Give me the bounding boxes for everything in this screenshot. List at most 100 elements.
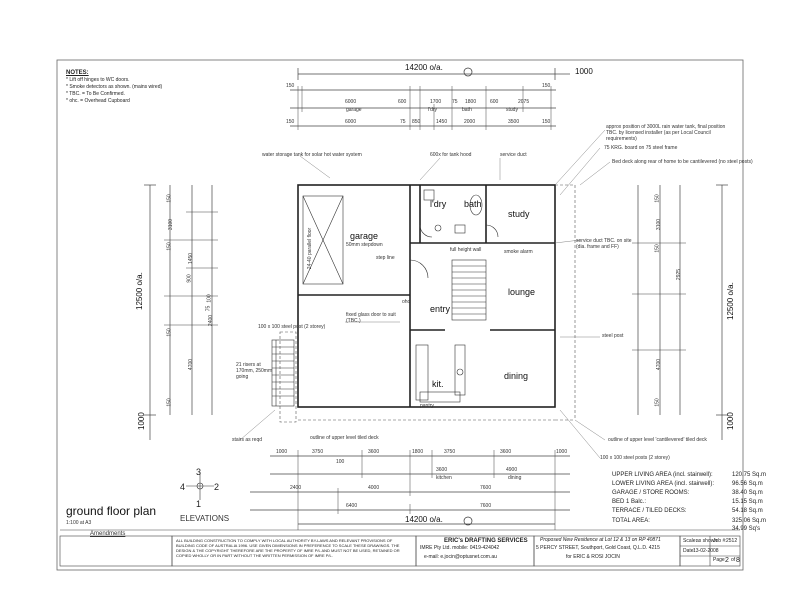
dim-room-label: dining	[508, 475, 522, 481]
scale-value: as shown	[696, 538, 718, 544]
dim-label: 3100	[656, 218, 663, 231]
annotation: approx position of 3000L rain water tank…	[606, 124, 726, 142]
dim-label: 4700	[188, 358, 195, 371]
dim-right-extra-bottom: 1000	[726, 412, 735, 430]
dim-overall-top: 14200 o/a.	[405, 63, 443, 72]
dim-label: 150	[166, 194, 173, 203]
dim-label: 1450	[188, 252, 195, 265]
date-label: Date:	[683, 548, 695, 554]
company-name: ERIC's DRAFTING SERVICES	[444, 538, 528, 544]
area-row: GARAGE / STORE ROOMS:38.40 Sq.m	[612, 490, 763, 496]
dim-label: 150	[654, 398, 661, 407]
dim-label: 150	[542, 119, 551, 125]
dim-label: 3600	[368, 449, 380, 455]
dim-overall-bottom: 14200 o/a.	[405, 515, 443, 524]
note-item: * ohc. = Overhead Cupboard	[66, 98, 130, 104]
annotation: stairs as reqd	[232, 437, 263, 443]
annotation: pantry	[420, 403, 434, 409]
of-value: 8	[736, 557, 740, 564]
job-value: 2512	[726, 538, 738, 544]
dim-label: 6400	[346, 503, 358, 509]
dim-label: 7600	[480, 485, 492, 491]
page-value: 2	[725, 557, 729, 564]
room-study: study	[508, 209, 530, 219]
area-value: 15.15 Sq.m	[732, 499, 763, 505]
dim-label: 1700	[430, 99, 442, 105]
note-item: * TBC. = To Be Confirmed.	[66, 91, 125, 97]
dim-label: 900	[186, 274, 193, 283]
annotation: service duct TBC. on site (dia. frame an…	[576, 238, 632, 250]
project-client: for ERIC & ROSI JOCIN	[566, 554, 620, 560]
area-value: 54.18 Sq.m	[732, 508, 763, 514]
dim-label: 150	[654, 194, 661, 203]
area-label: BED 1 Balc.:	[612, 499, 647, 505]
dim-left-extra: 1000	[137, 412, 146, 430]
dim-label: 150	[166, 242, 173, 251]
plan-title: ground floor plan	[66, 504, 157, 518]
note-item: * Smoke detectors as shown. (mains wired…	[66, 84, 163, 90]
room-laundry: l'dry	[430, 199, 447, 209]
dim-label: 2075	[518, 99, 530, 105]
area-value: 38.40 Sq.m	[732, 490, 763, 496]
annotation: outline of upper level 'cantilevered' ti…	[608, 437, 707, 443]
dim-label: 6000	[345, 119, 357, 125]
dim-label: 1000	[276, 449, 288, 455]
area-row: TERRACE / TILED DECKS:54.18 Sq.m	[612, 508, 763, 514]
room-garage: garage	[350, 231, 379, 241]
area-value: 120.75 Sq.m	[732, 472, 767, 478]
dim-label: 2925	[676, 268, 683, 281]
dim-label: 150	[286, 83, 295, 89]
dim-label: 2000	[464, 119, 476, 125]
dim-label: 150	[286, 119, 295, 125]
dim-label: 600	[490, 99, 499, 105]
project-name: Proposed New Residence at Lot 12 & 13 on…	[540, 537, 661, 543]
room-kitchen: kit.	[432, 379, 444, 389]
annotation: 24-40 parallel floor	[307, 227, 314, 270]
dim-label: 6000	[345, 99, 357, 105]
annotation: Bed deck along rear of home to be cantil…	[612, 159, 753, 165]
elevation-number-4: 4	[180, 482, 186, 492]
annotation: ohc	[402, 299, 411, 305]
dim-label: 150	[166, 398, 173, 407]
area-label: UPPER LIVING AREA (incl. stairwell):	[612, 472, 713, 478]
of-label: of	[731, 557, 736, 563]
area-row: TOTAL AREA:325.06 Sq.m	[612, 518, 766, 524]
area-value: 96.56 Sq.m	[732, 481, 763, 487]
area-row: BED 1 Balc.: 15.15 Sq.m	[612, 499, 763, 505]
dim-label: 1800	[412, 449, 424, 455]
company-sub: IMRE Pty Ltd. mobile: 0419-424042	[420, 545, 500, 551]
dim-label: 100	[206, 294, 213, 303]
annotation: 75 KRG. board on 75 steel frame	[604, 145, 678, 151]
room-bath: bath	[464, 199, 482, 209]
annotation: 600x for tank hood	[430, 152, 472, 158]
dim-label: 3100	[168, 218, 175, 231]
area-row: LOWER LIVING AREA (incl. stairwell):96.5…	[612, 481, 763, 487]
dim-room-label: kitchen	[436, 475, 452, 481]
annotation: fixed glass door to suit (TBC.)	[346, 312, 396, 324]
date-value: 13-02-2008	[693, 548, 719, 554]
area-row: UPPER LIVING AREA (incl. stairwell): 120.…	[612, 472, 766, 478]
dim-room-label: l'dry	[428, 107, 438, 113]
dim-label: 1000	[556, 449, 568, 455]
dim-room-label: bath	[462, 107, 472, 113]
plan-scale: 1:100 at A3	[66, 520, 92, 526]
dim-label: 3600	[500, 449, 512, 455]
dim-label: 4000	[368, 485, 380, 491]
dim-label: 1800	[465, 99, 477, 105]
dim-label: 75	[205, 305, 212, 312]
annotation: full height wall	[450, 247, 482, 253]
annotation: smoke alarm	[504, 249, 533, 255]
dim-label: 850	[412, 119, 421, 125]
room-garage-note: 50mm stepdown	[346, 242, 383, 248]
dim-label: 3750	[312, 449, 324, 455]
dim-label: 4900	[506, 467, 518, 473]
elevation-number-1: 1	[196, 499, 202, 509]
dim-label: 150	[542, 83, 551, 89]
dim-label: 3500	[508, 119, 520, 125]
elevations-label: ELEVATIONS	[180, 514, 230, 523]
page-label: Page	[713, 557, 725, 563]
dim-label: 2400	[290, 485, 302, 491]
amendments-label: Amendments	[90, 531, 126, 537]
